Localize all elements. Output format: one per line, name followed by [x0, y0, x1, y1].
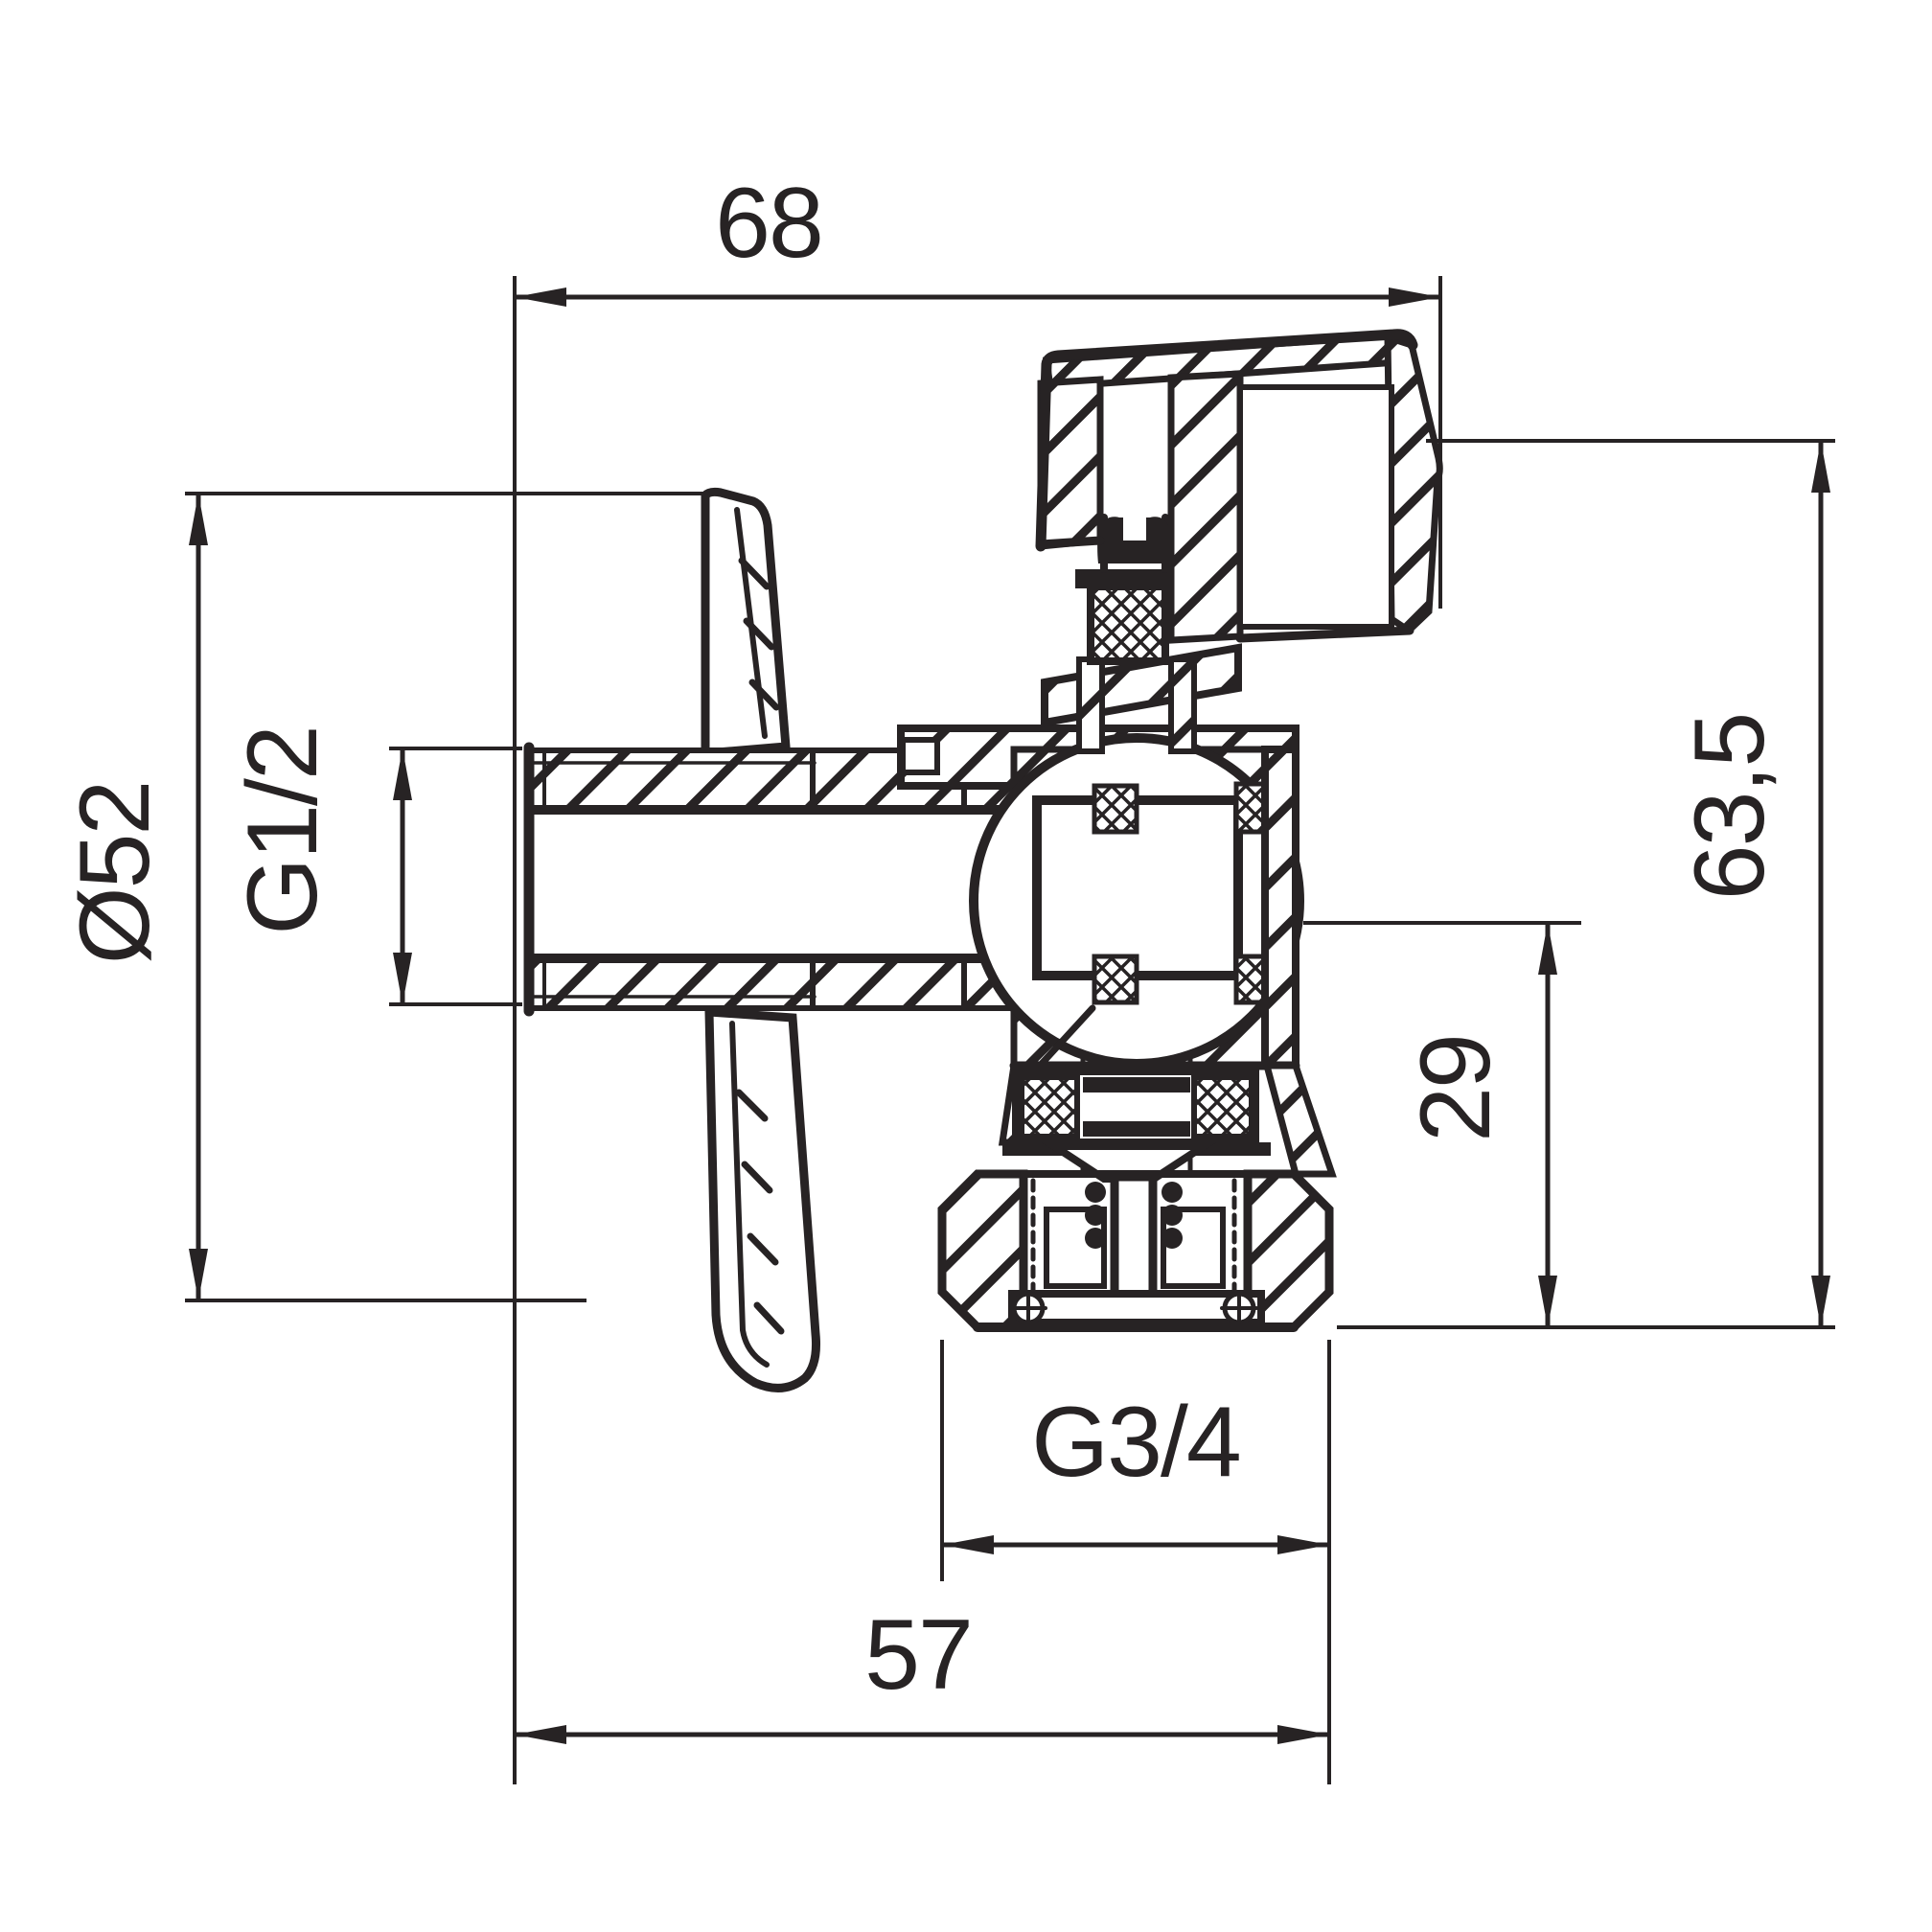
dim-inlet-thread: G1/2	[227, 726, 522, 1006]
dim-total-height: 63,5	[1337, 439, 1835, 1329]
dim-57-label: 57	[864, 1599, 972, 1711]
union-nut	[937, 1169, 1334, 1332]
skirt-right	[1262, 1062, 1337, 1178]
handle	[1035, 329, 1443, 644]
stem-flange	[1075, 569, 1190, 588]
rosette-lower-hatch	[735, 1089, 785, 1335]
stem-packing	[1087, 583, 1169, 665]
dimensions: 68 Ø52 G1/2 63,5 29	[59, 168, 1835, 1784]
gland-right	[1168, 656, 1197, 754]
handle-cap-right	[1167, 370, 1244, 644]
dim-g12-label: G1/2	[227, 726, 338, 934]
dim-g34-label: G3/4	[1031, 1387, 1239, 1498]
dim-rosette-diameter: Ø52	[59, 492, 717, 1302]
rosette	[701, 487, 820, 1392]
flange-notch	[900, 737, 940, 775]
rosette-lower-petal	[704, 1007, 820, 1392]
handle-arm-bottom	[1235, 626, 1414, 643]
handle-arm-end	[1384, 333, 1443, 635]
outlet	[937, 1062, 1337, 1332]
dim-d52-label: Ø52	[59, 782, 171, 965]
seat-top-left	[1092, 783, 1139, 835]
dim-68-label: 68	[715, 168, 822, 279]
body-right-wall	[1261, 746, 1300, 1070]
dim-outlet-thread: G3/4	[940, 1340, 1331, 1784]
dim-body-width: 57	[515, 1599, 1329, 1744]
stem-screw-head	[1097, 517, 1172, 564]
handle-outline	[1035, 329, 1418, 552]
rosette-upper-hatch	[738, 557, 780, 711]
gland-left	[1076, 656, 1105, 754]
dim-outlet-offset: 29	[1303, 921, 1581, 1327]
valve-section	[523, 329, 1443, 1392]
dim-29-label: 29	[1400, 1035, 1511, 1142]
seat-bottom-left	[1092, 954, 1139, 1005]
o-ring-left	[1019, 1074, 1080, 1139]
nut-center-stem	[1110, 1172, 1158, 1300]
dim-635-label: 63,5	[1674, 714, 1785, 900]
o-ring-right	[1191, 1074, 1254, 1139]
stem-assembly	[1041, 514, 1242, 754]
handle-arm-window	[1237, 384, 1394, 630]
